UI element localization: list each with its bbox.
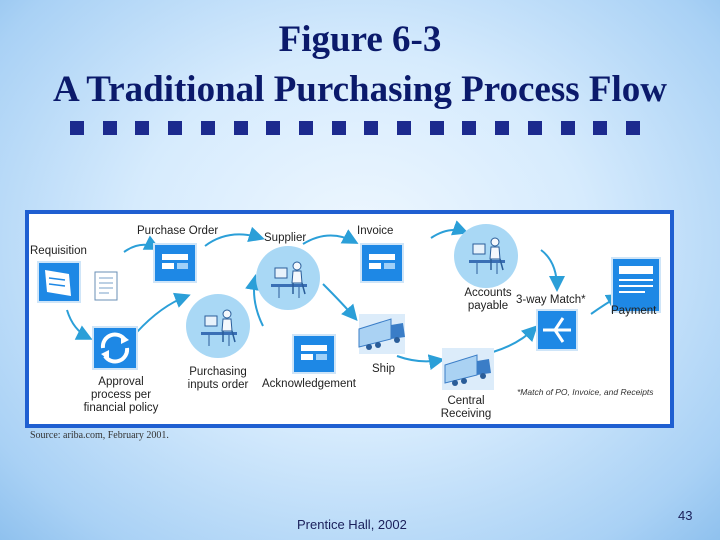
slide-square [298,121,313,135]
invoice-icon [360,243,404,283]
acknowledgement-icon [292,334,336,374]
slide-title: Figure 6-3 [278,19,442,60]
footer-publisher: Prentice Hall, 2002 [297,517,407,532]
slide-square [560,121,575,135]
payment-icon [611,257,661,313]
slide-square [266,121,281,135]
decorative-square-row [70,121,640,135]
label-requisition: Requisition [30,245,87,257]
slide-square [429,121,444,135]
diagram-graphics [37,220,661,390]
receiving-truck-icon [442,348,494,390]
slide-square [397,121,412,135]
purchase-order-icon [153,243,197,283]
requisition-icon [37,261,118,303]
slide-square [233,121,248,135]
supplier-circle [256,246,320,310]
ship-truck-icon [358,314,406,354]
label-approval: Approval process per financial policy [83,376,159,414]
slide-square [200,121,215,135]
slide-square [462,121,477,135]
slide-square [593,121,608,135]
slide-square [135,121,150,135]
source-citation: Source: ariba.com, February 2001. [30,430,169,441]
slide-square [495,121,510,135]
label-purchasing: Purchasing inputs order [187,366,249,391]
slide-subtitle: A Traditional Purchasing Process Flow [53,69,667,110]
label-accounts-payable: Accounts payable [464,287,512,312]
slide-square [527,121,542,135]
purchasing-circle [186,294,250,358]
slide-square [625,121,640,135]
label-payment: Payment [611,305,657,317]
flow-arrows [66,220,623,371]
merge-arrows-icon [536,309,578,351]
slide-square [102,121,117,135]
slide-square [331,121,346,135]
purchasing-process-diagram: Requisition Purchase Order Supplier Invo… [25,210,674,428]
accounts-payable-circle [454,224,518,288]
label-invoice: Invoice [357,225,394,237]
refresh-icon [92,326,138,370]
label-purchase-order: Purchase Order [137,225,219,237]
slide-square [70,121,84,135]
slide-square [168,121,183,135]
label-acknowledgement: Acknowledgement [262,378,356,390]
label-ship: Ship [372,363,396,375]
slide-square [364,121,379,135]
label-central-receiving: Central Receiving [440,395,492,420]
label-three-way-match: 3-way Match* [516,294,586,306]
label-footnote: *Match of PO, Invoice, and Receipts [517,387,654,397]
label-supplier: Supplier [264,232,307,244]
page-number: 43 [678,508,693,523]
